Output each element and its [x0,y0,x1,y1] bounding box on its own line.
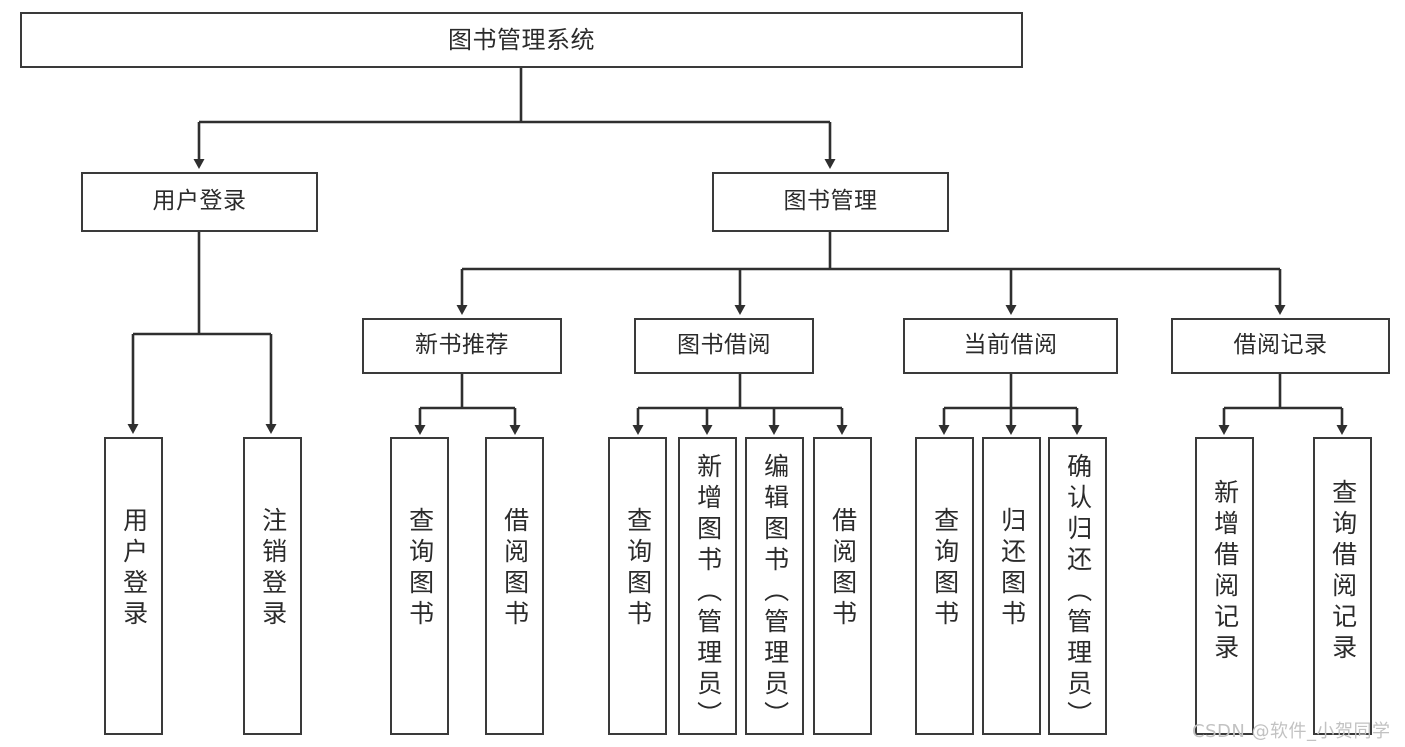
leaf-borrow-book[interactable]: 借阅图书 [813,437,872,735]
leaf-edit-book-admin[interactable]: 编辑图书（管理员） [745,437,804,735]
leaf-query-borrow-record[interactable]: 查询借阅记录 [1313,437,1372,735]
node-current-borrow[interactable]: 当前借阅 [903,318,1118,374]
leaf-query-book-borrow[interactable]: 查询图书 [608,437,667,735]
node-user-login[interactable]: 用户登录 [81,172,318,232]
node-label: 新书推荐 [415,332,509,359]
node-label: 借阅图书 [828,507,858,631]
node-label: 新增图书（管理员） [693,453,723,732]
leaf-add-book-admin[interactable]: 新增图书（管理员） [678,437,737,735]
leaf-add-borrow-record[interactable]: 新增借阅记录 [1195,437,1254,735]
leaf-user-login[interactable]: 用户登录 [104,437,163,735]
node-borrow-record[interactable]: 借阅记录 [1171,318,1390,374]
node-label: 用户登录 [119,507,149,631]
node-label: 查询图书 [405,507,435,631]
leaf-return-book[interactable]: 归还图书 [982,437,1041,735]
node-label: 当前借阅 [963,332,1058,359]
node-label: 查询图书 [623,507,653,631]
node-label: 编辑图书（管理员） [760,453,790,732]
node-label: 图书管理系统 [448,25,595,54]
node-label: 新增借阅记录 [1210,479,1240,665]
node-label: 查询图书 [930,507,960,631]
node-label: 查询借阅记录 [1328,479,1358,665]
node-label: 确认归还（管理员） [1063,453,1093,732]
node-label: 图书借阅 [677,332,771,359]
node-label: 归还图书 [997,507,1027,631]
node-book-management-system[interactable]: 图书管理系统 [20,12,1023,68]
leaf-query-book-recommend[interactable]: 查询图书 [390,437,449,735]
node-new-book-recommend[interactable]: 新书推荐 [362,318,562,374]
leaf-query-book-current[interactable]: 查询图书 [915,437,974,735]
node-label: 图书管理 [783,188,878,215]
leaf-confirm-return-admin[interactable]: 确认归还（管理员） [1048,437,1107,735]
node-label: 借阅记录 [1233,332,1328,359]
leaf-logout-login[interactable]: 注销登录 [243,437,302,735]
leaf-borrow-book-recommend[interactable]: 借阅图书 [485,437,544,735]
node-book-borrow[interactable]: 图书借阅 [634,318,814,374]
watermark-text: CSDN @软件_小贺同学 [1192,721,1391,742]
node-label: 注销登录 [258,507,288,631]
node-label: 借阅图书 [500,507,530,631]
node-label: 用户登录 [152,188,247,215]
node-book-management[interactable]: 图书管理 [712,172,949,232]
